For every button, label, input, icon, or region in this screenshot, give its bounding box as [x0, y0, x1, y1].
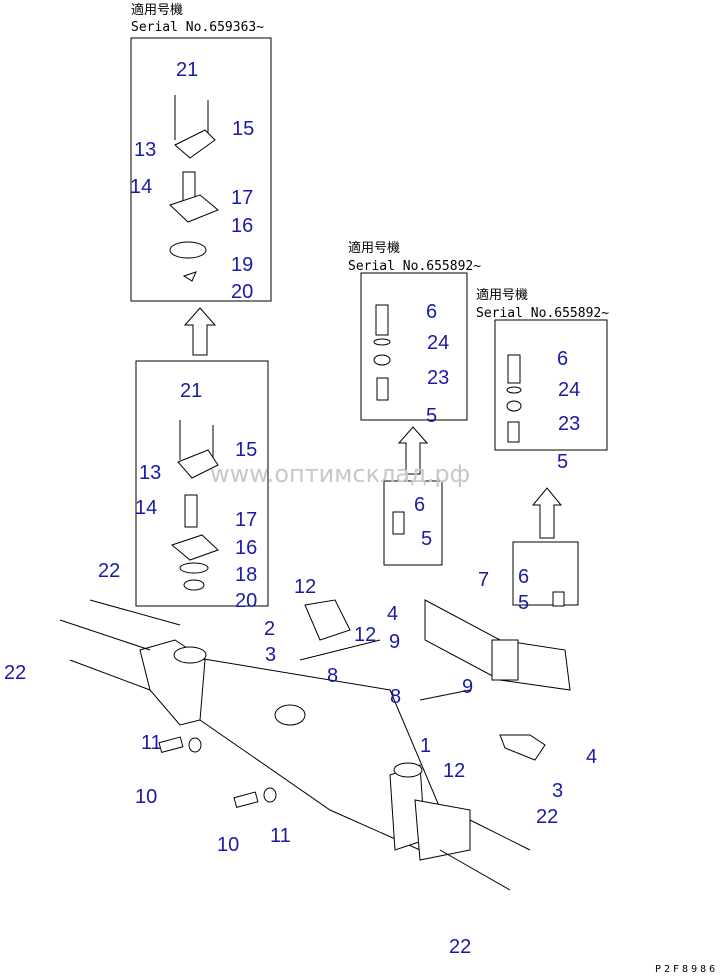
- detail-box-bolt-a: [360, 272, 468, 421]
- callout-box-bolt-a: 5: [426, 405, 437, 427]
- detail-box-upper: [130, 37, 272, 302]
- note-heading: 適用号機: [131, 2, 183, 18]
- detail-box-bolt-group-a: [383, 480, 443, 566]
- callout-box-lower: 18: [235, 564, 257, 586]
- callout-main: 2: [264, 618, 275, 640]
- callout-box-bolt-b: 6: [557, 348, 568, 370]
- callout-main: 22: [98, 560, 120, 582]
- callout-box-upper: 14: [130, 176, 152, 198]
- callout-main: 3: [265, 644, 276, 666]
- note-serial: Serial No.655892~: [476, 306, 609, 321]
- callout-main: 4: [387, 603, 398, 625]
- callout-box-lower: 14: [135, 497, 157, 519]
- watermark: www.оптимсклад.рф: [210, 460, 470, 488]
- callout-box-lower: 20: [235, 590, 257, 612]
- callout-bolt-group-a: 5: [421, 528, 432, 550]
- callout-main: 8: [390, 686, 401, 708]
- kingpin-assembly-lower: [170, 420, 219, 591]
- callout-main: 12: [354, 624, 376, 646]
- note-serial-655892-a: 適用号機 Serial No.655892~: [348, 240, 481, 274]
- callout-main: 4: [586, 746, 597, 768]
- callout-box-lower: 16: [235, 537, 257, 559]
- note-serial: Serial No.655892~: [348, 259, 481, 274]
- callout-box-upper: 19: [231, 254, 253, 276]
- callout-main: 8: [327, 665, 338, 687]
- note-heading: 適用号機: [476, 287, 528, 303]
- callout-main: 3: [552, 780, 563, 802]
- callout-main: 22: [4, 662, 26, 684]
- note-serial-655892-b: 適用号機 Serial No.655892~: [476, 287, 609, 321]
- callout-box-upper: 20: [231, 281, 253, 303]
- callout-main: 1: [420, 735, 431, 757]
- detail-box-lower: [135, 360, 269, 607]
- callout-main: 10: [217, 834, 239, 856]
- kingpin-assembly-upper: [169, 95, 219, 282]
- bolt-parts: [373, 304, 565, 607]
- callout-box-upper: 13: [134, 139, 156, 161]
- callout-box-upper: 21: [176, 59, 198, 81]
- callout-box-lower: 15: [235, 439, 257, 461]
- callout-main: 22: [449, 936, 471, 958]
- callout-box-bolt-b: 24: [558, 379, 580, 401]
- callout-bolt-group-a: 6: [414, 494, 425, 516]
- drawing-code: P2F8986: [655, 964, 718, 975]
- callout-main: 22: [536, 806, 558, 828]
- callout-main: 11: [141, 732, 162, 754]
- front-axle-assembly: [59, 599, 571, 891]
- callout-box-lower: 13: [139, 462, 161, 484]
- callout-box-upper: 16: [231, 215, 253, 237]
- callout-box-bolt-b: 5: [557, 451, 568, 473]
- note-heading: 適用号機: [348, 240, 400, 256]
- callout-box-bolt-b: 23: [558, 413, 580, 435]
- callout-main: 11: [270, 825, 291, 847]
- callout-box-bolt-a: 23: [427, 367, 449, 389]
- arrow-up-icon: [183, 307, 217, 356]
- arrow-up-icon: [531, 487, 563, 539]
- callout-box-bolt-a: 6: [426, 301, 437, 323]
- callout-box-lower: 21: [180, 380, 202, 402]
- callout-main: 12: [443, 760, 465, 782]
- callout-box-lower: 17: [235, 509, 257, 531]
- arrow-up-icon: [397, 426, 429, 475]
- callout-bolt-group-b: 6: [518, 566, 529, 588]
- note-serial-659363: 適用号機 Serial No.659363~: [131, 2, 264, 35]
- detail-box-bolt-group-b: [512, 541, 579, 606]
- callout-main: 7: [478, 569, 489, 591]
- callout-box-bolt-a: 24: [427, 332, 449, 354]
- callout-box-upper: 17: [231, 187, 253, 209]
- callout-main: 9: [462, 676, 473, 698]
- callout-box-upper: 15: [232, 118, 254, 140]
- callout-bolt-group-b: 5: [518, 592, 529, 614]
- callout-main: 12: [294, 576, 316, 598]
- callout-main: 9: [389, 631, 400, 653]
- detail-box-bolt-b: [494, 319, 608, 451]
- callout-main: 10: [135, 786, 157, 808]
- note-serial: Serial No.659363~: [131, 20, 264, 35]
